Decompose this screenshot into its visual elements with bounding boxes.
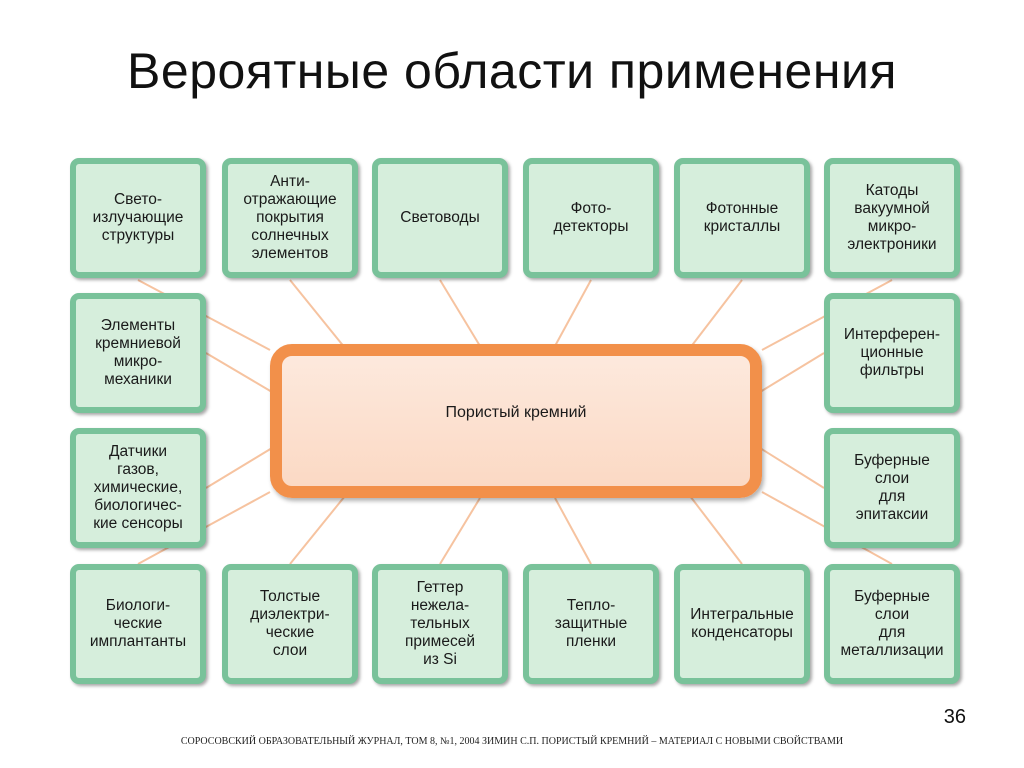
box-label: Анти- отражающие покрытия солнечных элем… [243,173,337,262]
connector-right-0 [759,352,825,393]
box-fotodetektory: Фото- детекторы [523,158,659,278]
box-antiotrazhayushchie: Анти- отражающие покрытия солнечных элем… [222,158,358,278]
box-label: Датчики газов, химические, биологичес- к… [93,443,183,532]
connector-top-2 [439,279,481,347]
center-label: Пористый кремний [445,404,587,421]
box-label: Свето- излучающие структуры [92,191,184,244]
box-label: Интерферен- ционные фильтры [843,326,941,379]
box-implantanty: Биологи- ческие имплантанты [70,564,206,684]
box-label: Световоды [400,209,480,226]
box-label: Буферные слои для эпитаксии [854,452,930,523]
connector-left-0 [205,352,273,393]
connector-top-1 [289,279,346,349]
box-label: Геттер нежела- тельных примесей из Si [405,579,475,668]
box-bufernye-metallizatsii: Буферные слои для металлизации [824,564,960,684]
connector-left-1 [205,447,273,489]
connector-bottom-4 [689,495,743,565]
connector-top-4 [689,279,743,349]
box-mikromekhaniki: Элементы кремниевой микро- механики [70,293,206,413]
footer-citation: СОРОСОВСКИЙ ОБРАЗОВАТЕЛЬНЫЙ ЖУРНАЛ, ТОМ … [180,736,844,747]
box-svetovody: Световоды [372,158,508,278]
page-number: 36 [943,706,966,728]
box-label: Интегральные конденсаторы [690,606,794,641]
connector-bottom-3 [554,497,592,565]
connector-right-1 [759,447,825,489]
connector-top-3 [554,279,592,347]
box-bufernye-epitaksii: Буферные слои для эпитаксии [824,428,960,548]
box-interferentsionnye-filtry: Интерферен- ционные фильтры [824,293,960,413]
center-node-poristyi-kremnii: Пористый кремний [270,344,762,498]
box-getter: Геттер нежела- тельных примесей из Si [372,564,508,684]
box-label: Элементы кремниевой микро- механики [95,317,181,388]
box-label: Толстые диэлектри- ческие слои [250,588,330,659]
box-label: Биологи- ческие имплантанты [89,597,187,650]
box-label: Катоды вакуумной микро- электроники [847,182,937,253]
slide-title: Вероятные области применения [127,43,897,99]
box-label: Фотонные кристаллы [703,200,781,235]
box-dielektricheskie-sloi: Толстые диэлектри- ческие слои [222,564,358,684]
box-label: Фото- детекторы [553,200,629,235]
connector-bottom-1 [289,495,346,565]
connector-bottom-2 [439,497,481,565]
box-teplozashchitnye: Тепло- защитные пленки [523,564,659,684]
box-kondensatory: Интегральные конденсаторы [674,564,810,684]
box-katody: Катоды вакуумной микро- электроники [824,158,960,278]
box-label: Буферные слои для металлизации [840,588,944,659]
box-datchiki: Датчики газов, химические, биологичес- к… [70,428,206,548]
box-svetoizluchayushchie: Свето- излучающие структуры [70,158,206,278]
box-fotonnye-kristally: Фотонные кристаллы [674,158,810,278]
box-label: Тепло- защитные пленки [554,597,628,650]
